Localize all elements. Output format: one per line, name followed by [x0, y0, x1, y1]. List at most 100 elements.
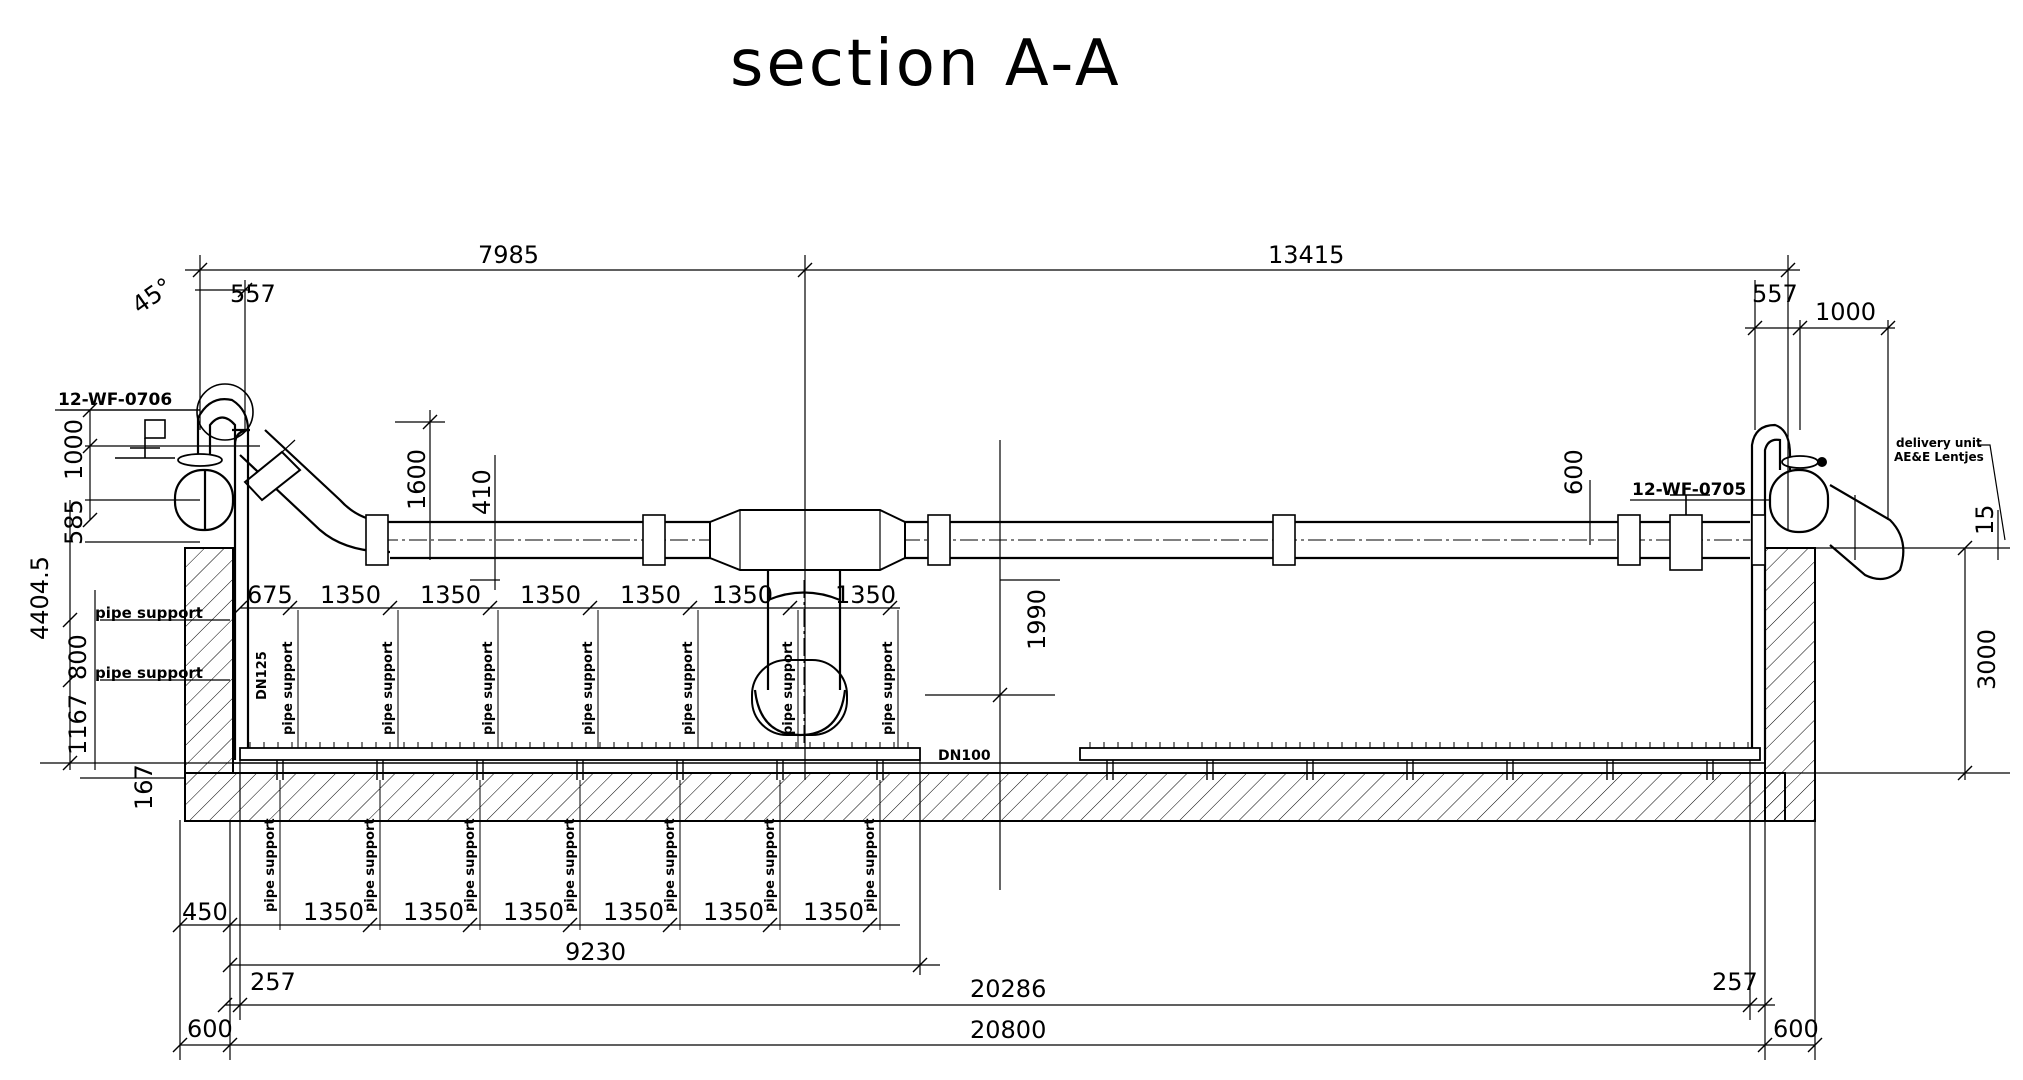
dim-557-right: 557 — [1752, 280, 1798, 308]
pipe-support-label: pipe support — [281, 641, 296, 735]
dimension-tick — [172, 1037, 188, 1053]
dim-257-right: 257 — [1712, 968, 1758, 996]
pipe-support-label: pipe support — [763, 818, 778, 912]
dimension-tick — [172, 917, 188, 933]
pipe-support-label: pipe support — [863, 818, 878, 912]
dn125-label: DN125 — [255, 651, 270, 700]
pipe-support-label: pipe support — [781, 641, 796, 735]
pipe-support-label: pipe support — [663, 818, 678, 912]
dim-lower-2: 1350 — [403, 898, 464, 926]
dimension-lines — [40, 255, 2010, 1060]
dimension-ticks — [62, 262, 1973, 1053]
dimension-tick — [232, 997, 248, 1013]
pipe-support-label: pipe support — [881, 641, 896, 735]
dimension-tick — [82, 438, 98, 454]
dimension-tick — [222, 917, 238, 933]
dim-lower-3: 1350 — [503, 898, 564, 926]
dimension-tick — [1880, 320, 1896, 336]
dimension-tick — [782, 600, 798, 616]
dim-1000-right: 1000 — [1815, 298, 1876, 326]
dimension-tick — [912, 957, 928, 973]
dim-600-vertical: 600 — [1560, 449, 1588, 495]
dim-lower-6: 1350 — [803, 898, 864, 926]
pipe-support-label: pipe support — [481, 641, 496, 735]
dimension-tick — [882, 600, 898, 616]
dimension-tick — [282, 600, 298, 616]
dimension-tick — [1807, 1037, 1823, 1053]
dim-1000-left: 1000 — [60, 419, 88, 480]
dim-450: 450 — [182, 898, 228, 926]
dim-800: 800 — [64, 634, 92, 680]
dimension-tick — [797, 262, 813, 278]
pipe-support-label-upper: pipe support — [95, 604, 203, 622]
pipe-id-left: 12-WF-0706 — [58, 390, 172, 410]
dim-lower-5: 1350 — [703, 898, 764, 926]
dimension-tick — [562, 917, 578, 933]
dim-675: 675 — [247, 581, 293, 609]
pipe-support-label-lower: pipe support — [95, 664, 203, 682]
dimension-tick — [992, 687, 1008, 703]
pipe-support-label: pipe support — [381, 641, 396, 735]
dim-1990: 1990 — [1023, 589, 1051, 650]
labels: 12-WF-0706 12-WF-0705 delivery unit AE&E… — [55, 390, 2006, 912]
dim-15: 15 — [1971, 504, 1999, 535]
pipe-support-label: pipe support — [581, 641, 596, 735]
dim-lower-4: 1350 — [603, 898, 664, 926]
dimension-tick — [62, 755, 78, 771]
dim-257-left: 257 — [250, 968, 296, 996]
dim-upper-5: 1350 — [712, 581, 773, 609]
dimension-tick — [1780, 262, 1796, 278]
dn100-label: DN100 — [938, 748, 991, 764]
dim-600-left: 600 — [187, 1015, 233, 1043]
dimension-tick — [222, 957, 238, 973]
dim-600-right: 600 — [1773, 1015, 1819, 1043]
pipe-support-label: pipe support — [363, 818, 378, 912]
pipe-support-label: pipe support — [463, 818, 478, 912]
dim-upper-3: 1350 — [520, 581, 581, 609]
dim-top-right: 13415 — [1268, 241, 1344, 269]
dim-angle: 45° — [127, 272, 178, 319]
dimension-tick — [192, 262, 208, 278]
dim-20800: 20800 — [970, 1016, 1046, 1044]
delivery-label-line2: AE&E Lentjes — [1894, 450, 1984, 464]
dim-4404: 4404.5 — [26, 556, 54, 640]
dim-upper-6: 1350 — [835, 581, 896, 609]
dim-585: 585 — [60, 499, 88, 545]
dim-upper-4: 1350 — [620, 581, 681, 609]
dim-upper-1: 1350 — [320, 581, 381, 609]
dimension-tick — [762, 917, 778, 933]
dimension-tick — [1957, 540, 1973, 556]
dimension-tick — [682, 600, 698, 616]
dim-upper-2: 1350 — [420, 581, 481, 609]
dimension-tick — [1757, 997, 1773, 1013]
dimension-tick — [1957, 765, 1973, 781]
dimension-text: 7985 13415 45° 557 557 1000 1000 585 440… — [26, 241, 2001, 1044]
dimension-tick — [1757, 1037, 1773, 1053]
dim-lower-1: 1350 — [303, 898, 364, 926]
dim-1167: 1167 — [64, 694, 92, 755]
dimension-tick — [482, 600, 498, 616]
dimension-tick — [1742, 997, 1758, 1013]
dimension-tick — [362, 917, 378, 933]
dimension-tick — [862, 917, 878, 933]
center-lines — [804, 255, 1060, 890]
distribution-pipes — [239, 742, 1761, 780]
dimension-tick — [222, 1037, 238, 1053]
dim-557-left: 557 — [230, 280, 276, 308]
dim-167: 167 — [130, 764, 158, 810]
pipe-support-label: pipe support — [563, 818, 578, 912]
pipe-id-right: 12-WF-0705 — [1632, 480, 1746, 500]
drawing-title: section A-A — [730, 27, 1122, 101]
pipe-support-label: pipe support — [681, 641, 696, 735]
delivery-label-line1: delivery unit — [1896, 436, 1982, 450]
dimension-tick — [582, 600, 598, 616]
dimension-tick — [232, 600, 248, 616]
dimension-tick — [1747, 320, 1763, 336]
main-pipe-assembly — [115, 383, 1905, 760]
dimension-tick — [237, 282, 253, 298]
dimension-tick — [462, 917, 478, 933]
support-lines — [279, 610, 899, 930]
dimension-tick — [217, 997, 233, 1013]
dimension-tick — [82, 512, 98, 528]
